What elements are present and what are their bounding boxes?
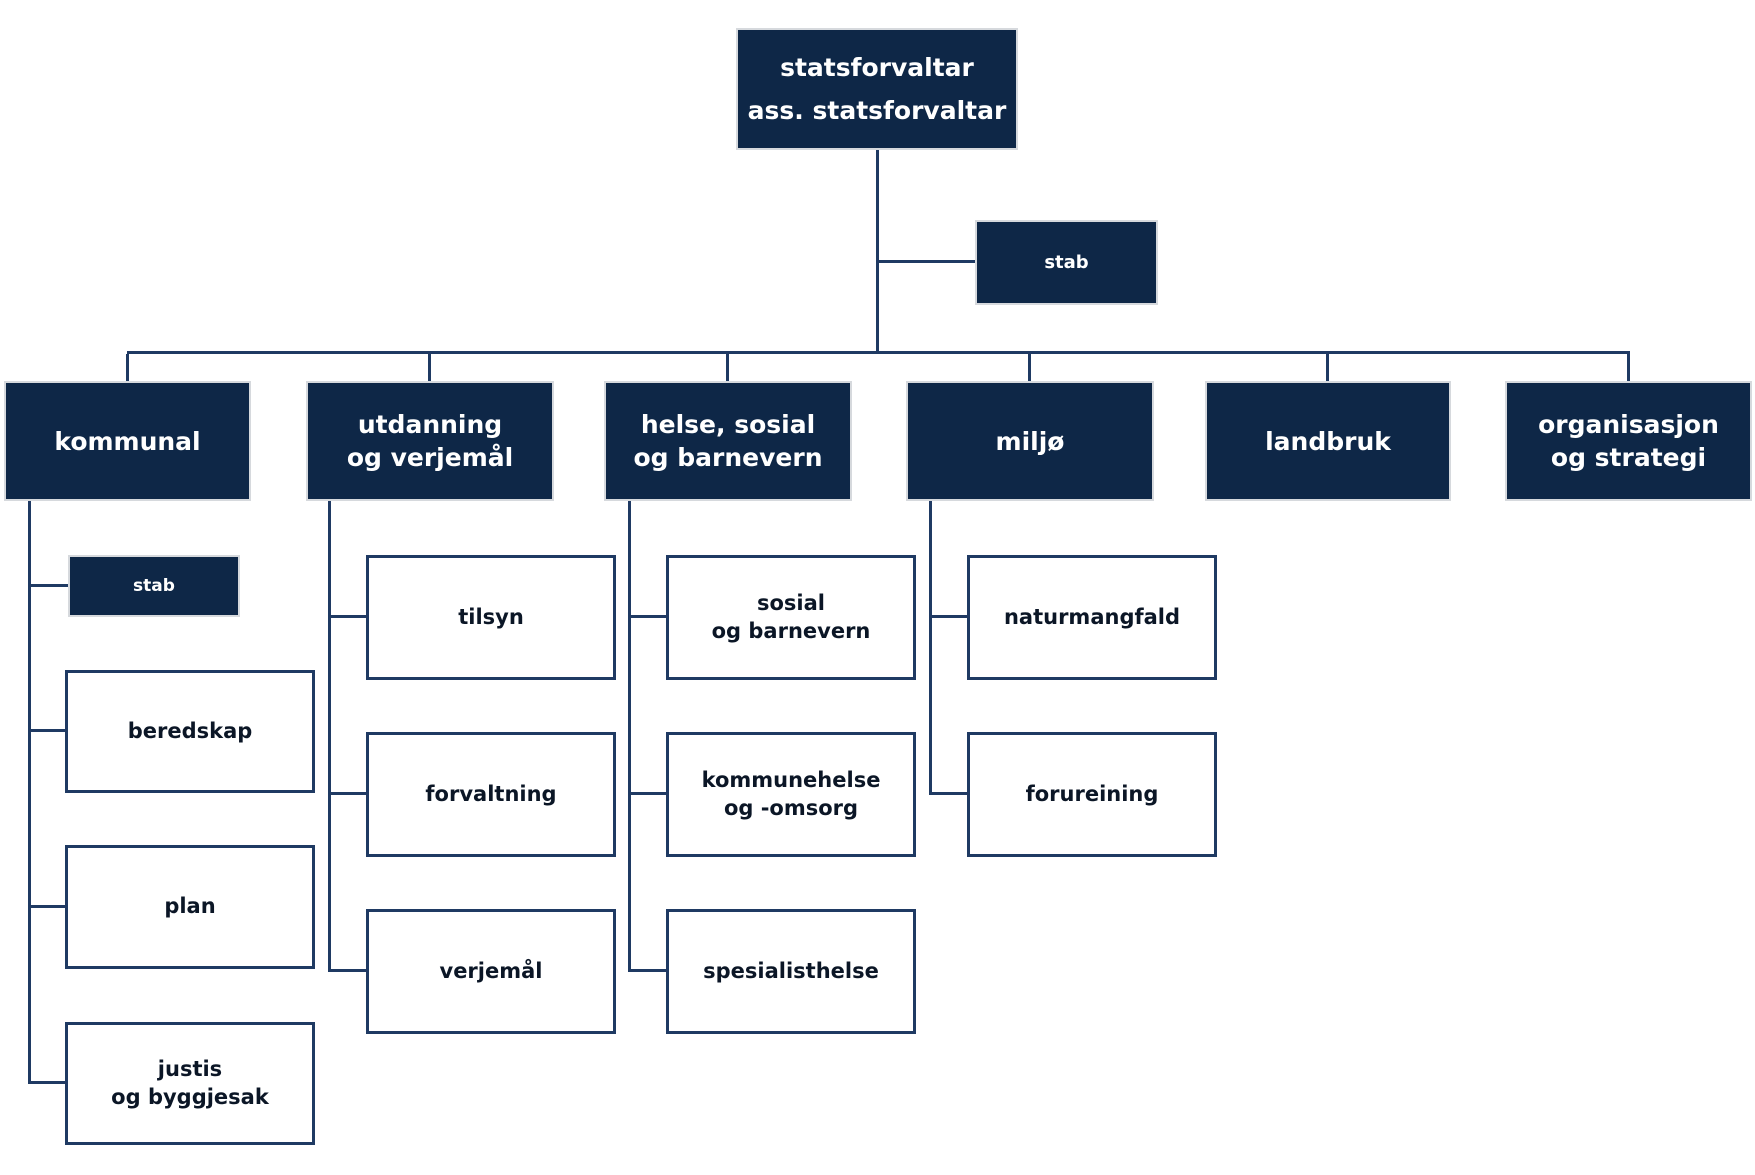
org-node-forureining-label: forureining	[1025, 781, 1159, 806]
org-node-plan-label: plan	[164, 894, 216, 919]
org-node-spesialisthelse-label: spesialisthelse	[703, 958, 879, 983]
org-node-kommunal: kommunal	[4, 381, 251, 501]
connector-utdanning-tick-3	[331, 969, 366, 972]
connector-kommunal-tick-3	[31, 905, 65, 908]
org-node-helse: helse, sosial og barnevern	[604, 381, 852, 501]
connector-miljo-stem	[929, 501, 932, 795]
org-node-forureining: forureining	[967, 732, 1217, 857]
org-node-utdanning-label: utdanning og verjemål	[346, 410, 514, 472]
org-node-plan: plan	[65, 845, 315, 969]
connector-root-stem	[876, 150, 879, 353]
org-node-stab: stab	[975, 220, 1158, 305]
org-node-forvaltning-label: forvaltning	[425, 781, 557, 806]
org-node-naturmangfald: naturmangfald	[967, 555, 1217, 680]
connector-helse-tick-2	[631, 792, 666, 795]
connector-helse-stem	[628, 501, 631, 972]
connector-drop-miljo	[1028, 354, 1031, 381]
org-node-justis: justis og byggjesak	[65, 1022, 315, 1145]
connector-utdanning-stem	[328, 501, 331, 972]
connector-utdanning-tick-2	[331, 792, 366, 795]
org-node-landbruk-label: landbruk	[1265, 426, 1391, 456]
connector-kommunal-tick-1	[31, 584, 68, 587]
connector-distribution	[127, 351, 1630, 354]
org-node-organisasjon-label: organisasjon og strategi	[1538, 410, 1719, 472]
connector-drop-organisasjon	[1627, 354, 1630, 381]
connector-staff	[877, 260, 975, 263]
connector-drop-kommunal	[126, 354, 129, 381]
org-node-verjemal: verjemål	[366, 909, 616, 1034]
org-node-kommunehelse: kommunehelse og -omsorg	[666, 732, 916, 857]
org-node-forvaltning: forvaltning	[366, 732, 616, 857]
connector-helse-tick-3	[631, 969, 666, 972]
org-node-organisasjon: organisasjon og strategi	[1505, 381, 1752, 501]
connector-miljo-tick-2	[932, 792, 967, 795]
org-node-kommunehelse-label: kommunehelse og -omsorg	[701, 767, 881, 820]
org-node-miljo: miljø	[906, 381, 1154, 501]
connector-helse-tick-1	[631, 615, 666, 618]
org-node-beredskap: beredskap	[65, 670, 315, 793]
connector-utdanning-tick-1	[331, 615, 366, 618]
org-node-kommunal-label: kommunal	[54, 426, 201, 456]
org-node-root: statsforvaltar ass. statsforvaltar	[736, 28, 1018, 150]
connector-kommunal-stem	[28, 501, 31, 1084]
org-node-spesialisthelse: spesialisthelse	[666, 909, 916, 1034]
org-node-kommunal-stab-label: stab	[133, 576, 175, 596]
connector-drop-landbruk	[1326, 354, 1329, 381]
org-node-tilsyn: tilsyn	[366, 555, 616, 680]
connector-kommunal-tick-2	[31, 729, 65, 732]
connector-kommunal-tick-4	[31, 1081, 65, 1084]
org-node-helse-label: helse, sosial og barnevern	[633, 410, 823, 472]
org-node-miljo-label: miljø	[995, 426, 1065, 456]
connector-drop-utdanning	[428, 354, 431, 381]
org-node-sosial-barnevern: sosial og barnevern	[666, 555, 916, 680]
org-node-stab-label: stab	[1044, 252, 1089, 273]
org-node-landbruk: landbruk	[1205, 381, 1451, 501]
org-node-tilsyn-label: tilsyn	[458, 604, 524, 629]
org-node-root-label: statsforvaltar ass. statsforvaltar	[747, 53, 1007, 125]
org-node-justis-label: justis og byggjesak	[111, 1056, 269, 1109]
connector-drop-helse	[726, 354, 729, 381]
org-node-sosial-barnevern-label: sosial og barnevern	[711, 590, 871, 643]
org-node-naturmangfald-label: naturmangfald	[1003, 604, 1181, 629]
connector-miljo-tick-1	[932, 615, 967, 618]
org-node-beredskap-label: beredskap	[127, 718, 253, 743]
org-node-verjemal-label: verjemål	[439, 958, 543, 983]
org-node-utdanning: utdanning og verjemål	[306, 381, 554, 501]
org-node-kommunal-stab: stab	[68, 555, 240, 617]
